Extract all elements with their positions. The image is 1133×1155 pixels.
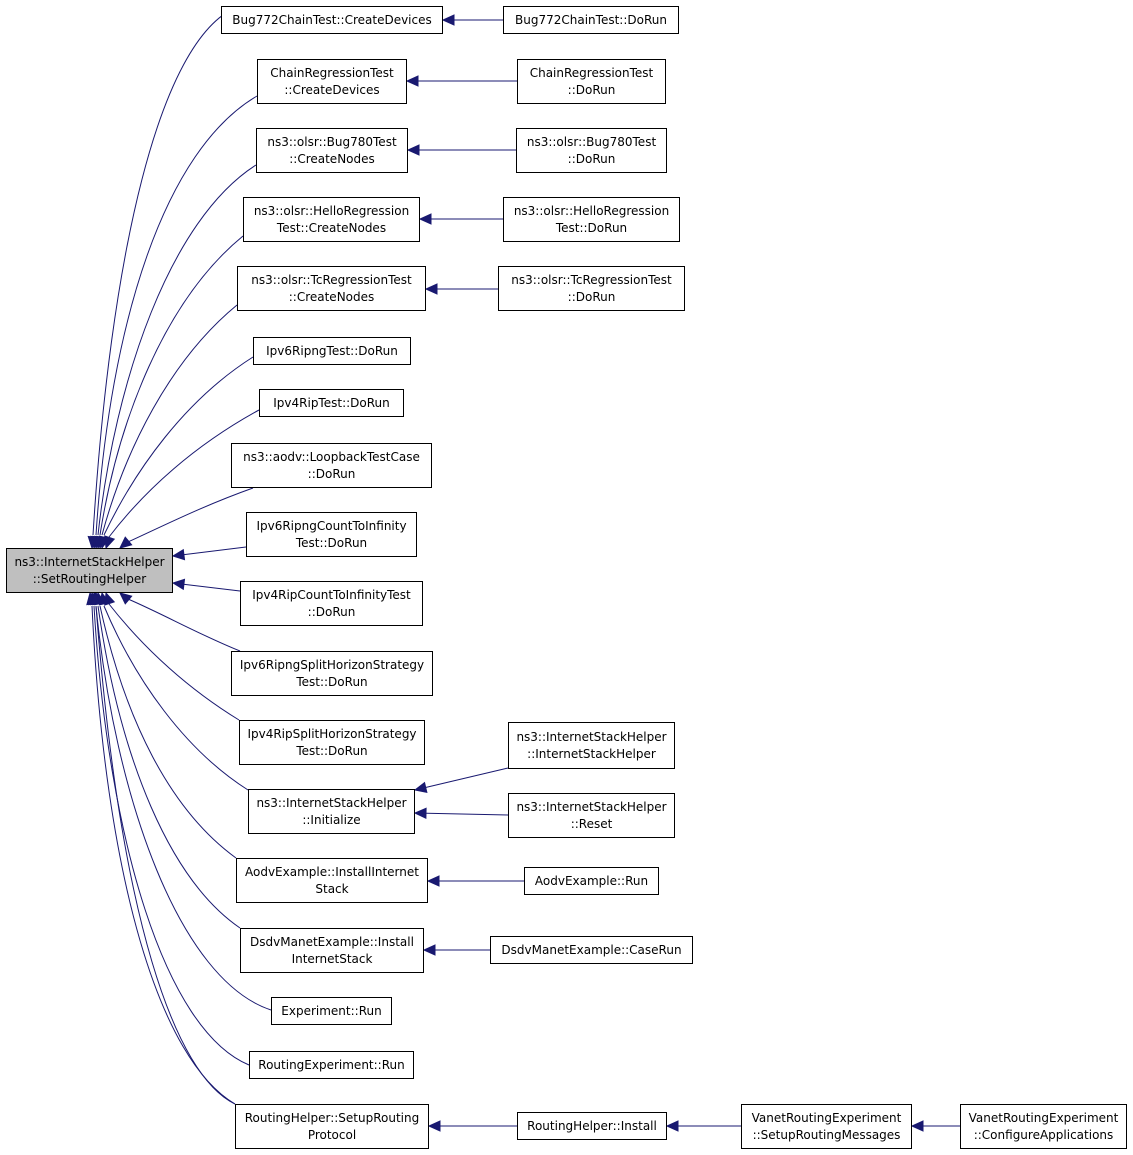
node-rip-dorun[interactable]: Ipv4RipTest::DoRun <box>259 389 404 417</box>
node-dsdv-caserun[interactable]: DsdvManetExample::CaseRun <box>490 936 693 964</box>
edge-vanet-config-arrowhead <box>910 1120 924 1132</box>
node-ripng-dorun[interactable]: Ipv6RipngTest::DoRun <box>253 337 411 365</box>
node-bug772-dorun[interactable]: Bug772ChainTest::DoRun <box>503 6 679 34</box>
edge-aodv-run-arrowhead <box>426 875 440 887</box>
node-ish-reset[interactable]: ns3::InternetStackHelper::Reset <box>508 793 675 838</box>
edge-chain-create <box>95 95 258 536</box>
edge-rip-count-arrowhead <box>119 592 133 605</box>
edge-dsdv-install <box>95 605 272 1011</box>
edge-rip-dorun-arrowhead <box>104 535 116 550</box>
edge-ish-initialize <box>99 605 237 859</box>
edge-routing-helper-install-arrowhead <box>427 1120 441 1132</box>
node-routing-experiment-run[interactable]: RoutingExperiment::Run <box>249 1051 414 1079</box>
edge-aodv-install <box>97 605 241 929</box>
edge-ripng-split <box>108 603 240 721</box>
node-bug780-dorun[interactable]: ns3::olsr::Bug780Test::DoRun <box>516 128 667 173</box>
edge-aodv-loopback <box>127 487 254 543</box>
edge-ish-ctor-arrowhead <box>413 781 428 793</box>
edge-bug780-dorun-arrowhead <box>406 144 420 156</box>
node-chain-create[interactable]: ChainRegressionTest::CreateDevices <box>257 59 407 104</box>
edge-ish-reset-arrowhead <box>413 807 427 820</box>
edge-tc-dorun-arrowhead <box>424 283 438 295</box>
edge-hello-create <box>99 235 244 536</box>
edge-ish-ctor <box>414 767 509 791</box>
node-tc-create[interactable]: ns3::olsr::TcRegressionTest::CreateNodes <box>237 266 426 311</box>
node-aodv-run[interactable]: AodvExample::Run <box>524 867 659 895</box>
node-vanet-config[interactable]: VanetRoutingExperiment::ConfigureApplica… <box>960 1104 1127 1149</box>
edge-bug772-create <box>92 6 238 536</box>
edge-hello-dorun-arrowhead <box>418 213 432 225</box>
edge-dsdv-caserun-arrowhead <box>422 944 436 956</box>
node-aodv-loopback[interactable]: ns3::aodv::LoopbackTestCase::DoRun <box>231 443 432 488</box>
node-bug780-create[interactable]: ns3::olsr::Bug780Test::CreateNodes <box>256 128 408 173</box>
node-tc-dorun[interactable]: ns3::olsr::TcRegressionTest::DoRun <box>498 266 685 311</box>
edge-rip-count <box>127 598 241 652</box>
edge-chain-dorun-arrowhead <box>405 75 419 87</box>
node-rip-count[interactable]: Ipv4RipCountToInfinityTest::DoRun <box>240 581 423 626</box>
edge-rip-dorun <box>108 409 260 538</box>
edge-routing-helper-setup <box>95 605 236 1105</box>
edge-ripng-count <box>172 546 247 557</box>
edge-aodv-loopback-arrowhead <box>119 536 133 549</box>
node-root: ns3::InternetStackHelper::SetRoutingHelp… <box>6 548 173 593</box>
node-experiment-run[interactable]: Experiment::Run <box>271 997 392 1025</box>
edge-routing-helper-setup-arrowhead <box>89 591 102 605</box>
edge-vanet-setup-arrowhead <box>665 1120 679 1132</box>
edge-experiment-run <box>93 605 250 1066</box>
node-ish-initialize[interactable]: ns3::InternetStackHelper::Initialize <box>248 789 415 834</box>
node-vanet-setup[interactable]: VanetRoutingExperiment::SetupRoutingMess… <box>741 1104 912 1149</box>
edge-bug780-create <box>97 164 257 536</box>
edge-bug772-dorun-arrowhead <box>441 14 455 26</box>
edge-ripng-dorun <box>103 356 254 536</box>
node-routing-helper-install[interactable]: RoutingHelper::Install <box>517 1112 667 1140</box>
node-chain-dorun[interactable]: ChainRegressionTest::DoRun <box>517 59 666 104</box>
edge-ripng-count-arrowhead <box>171 548 186 561</box>
node-bug772-create[interactable]: Bug772ChainTest::CreateDevices <box>221 6 443 34</box>
edge-tc-create <box>101 304 238 536</box>
node-ish-ctor[interactable]: ns3::InternetStackHelper::InternetStackH… <box>508 722 675 769</box>
edge-rip-split <box>103 605 249 791</box>
edge-ish-reset <box>414 812 509 816</box>
edge-routing-experiment-run <box>91 605 236 1105</box>
edge-rip-count-straight-arrowhead <box>171 578 186 591</box>
